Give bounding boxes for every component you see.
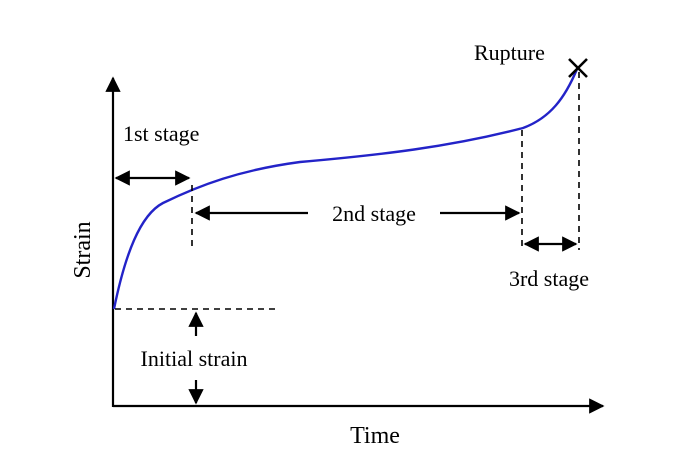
stage1-label: 1st stage bbox=[123, 121, 199, 146]
stage3-label: 3rd stage bbox=[509, 266, 589, 291]
y-axis-label: Strain bbox=[70, 221, 96, 278]
stage2-label: 2nd stage bbox=[332, 201, 416, 226]
x-axis-label: Time bbox=[350, 423, 400, 449]
creep-curve bbox=[112, 68, 579, 310]
initial-strain-label: Initial strain bbox=[141, 346, 248, 371]
x-cross-icon bbox=[568, 58, 588, 78]
rupture-label: Rupture bbox=[474, 40, 545, 65]
